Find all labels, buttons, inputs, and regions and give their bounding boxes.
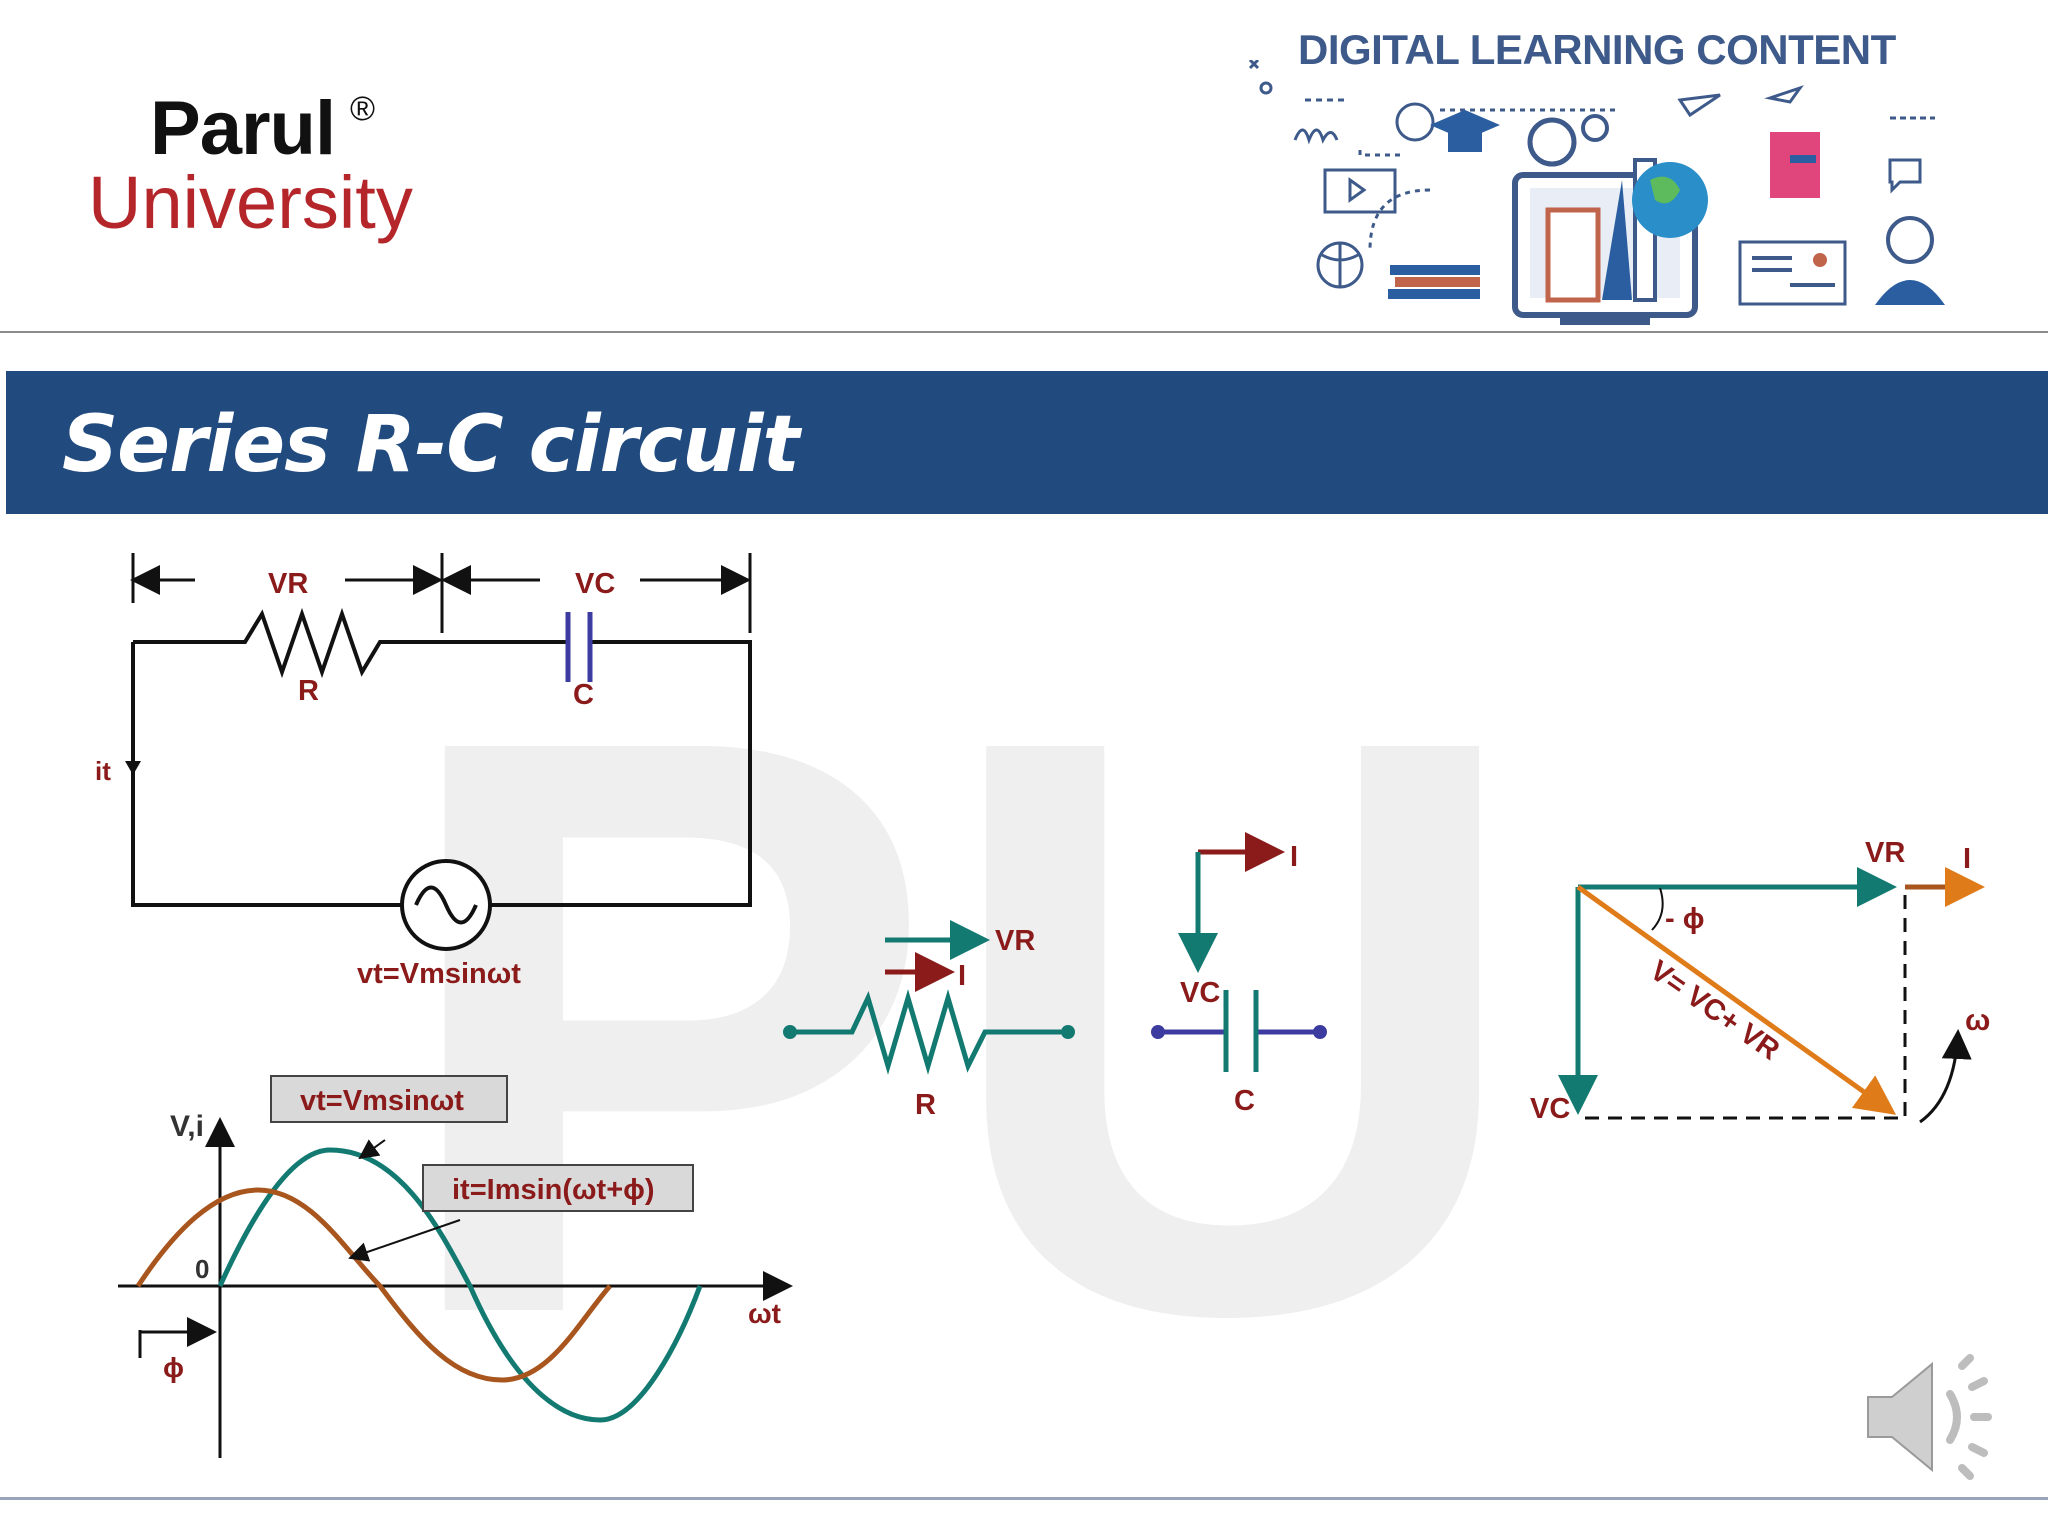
digital-learning-illustration-icon <box>1248 60 1945 325</box>
slide-title: Series R-C circuit <box>62 400 800 490</box>
footer-divider <box>0 1497 2048 1500</box>
phase-label: ϕ <box>163 1352 184 1383</box>
current-wave <box>135 1187 612 1383</box>
logo-registered-mark: ® <box>350 90 376 128</box>
phasor-vc-label: VC <box>1530 1093 1570 1125</box>
resultant-voltage-label: V= VC+ VR <box>1644 955 1785 1067</box>
phase-angle-label: - ϕ <box>1665 903 1704 935</box>
vc-label: VC <box>575 568 615 600</box>
series-rc-circuit: VR VC R C it vt=Vmsinωt <box>95 553 752 990</box>
pu-watermark: PU <box>390 568 1529 1484</box>
header-divider <box>0 331 2048 333</box>
axis-y-label: V,i <box>170 1110 204 1143</box>
axis-x-label: ωt <box>748 1298 781 1329</box>
capacitor-i-label: I <box>1290 841 1298 873</box>
capacitor-vc-label: VC <box>1180 977 1220 1009</box>
current-equation-box: it=Imsin(ωt+ϕ) <box>452 1174 655 1206</box>
r-label: R <box>298 675 319 707</box>
current-label: it <box>95 756 111 786</box>
waveform-graph: V,i ωt 0 ϕ vt=Vmsinωt it=Imsin(ωt+ϕ) <box>118 1075 793 1458</box>
capacitor-c-label: C <box>1234 1085 1255 1117</box>
resistor-vr-label: VR <box>995 925 1035 957</box>
logo-parul: Parul <box>150 86 336 171</box>
omega-label: ω <box>1965 1004 1990 1037</box>
capacitor-phasor: I VC C <box>1151 832 1327 1117</box>
rc-phasor-diagram: VR I VC - ϕ V= VC+ VR ω <box>1530 837 1990 1125</box>
rc-circuit-diagram: PU VR VC R C it vt=Vmsinωt V,i ωt 0 ϕ <box>95 553 1990 1484</box>
speaker-icon[interactable] <box>1862 1352 1992 1482</box>
c-label: C <box>573 679 594 711</box>
banner-title: DIGITAL LEARNING CONTENT <box>1298 26 1896 73</box>
origin-label: 0 <box>195 1254 209 1284</box>
phasor-vr-label: VR <box>1865 837 1905 869</box>
resistor-phasor: VR I R <box>783 920 1075 1121</box>
voltage-equation-box: vt=Vmsinωt <box>300 1085 464 1117</box>
phasor-i-label: I <box>1963 843 1971 875</box>
voltage-wave <box>217 1147 703 1423</box>
title-bar <box>6 371 2048 514</box>
vr-label: VR <box>268 568 308 600</box>
source-label: vt=Vmsinωt <box>357 958 521 990</box>
logo-university: University <box>88 161 413 244</box>
resistor-r-label: R <box>915 1089 936 1121</box>
resistor-i-label: I <box>958 960 966 992</box>
